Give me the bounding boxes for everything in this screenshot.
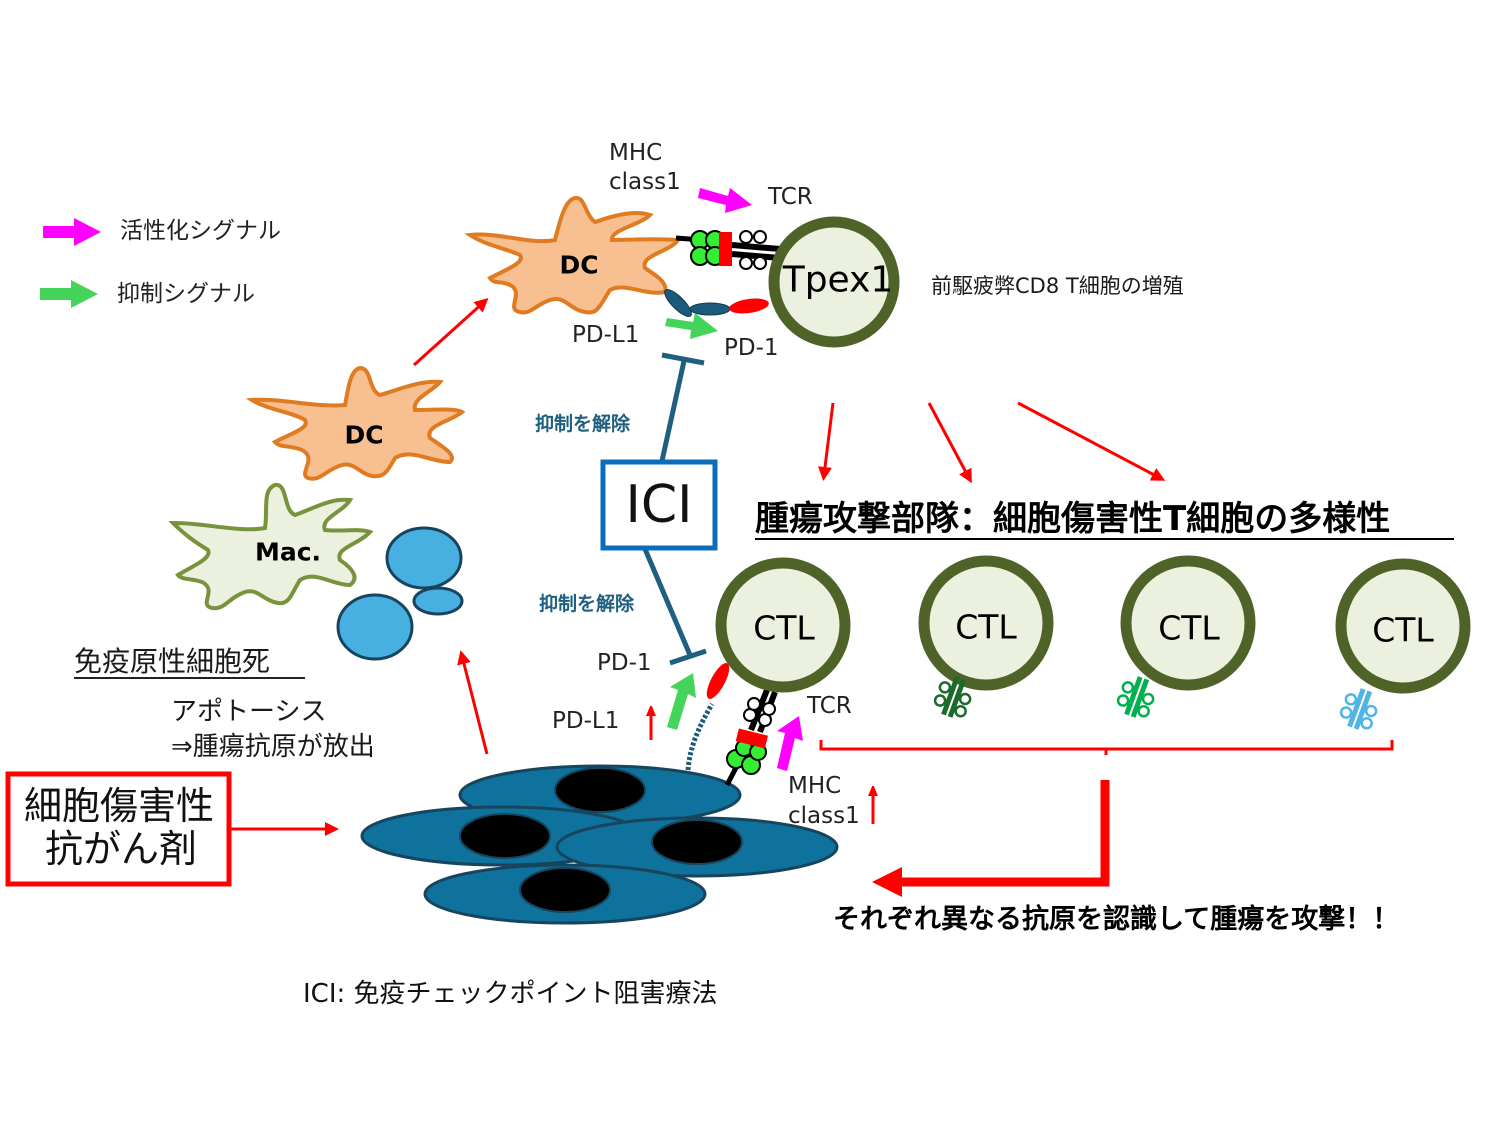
ctl-3-label: CTL bbox=[1372, 610, 1434, 650]
legend-activation-arrow-icon bbox=[43, 218, 101, 246]
ctl-main-label: CTL bbox=[753, 608, 815, 648]
ctl-cell-2 bbox=[1120, 555, 1256, 691]
pdl1-bottom-label: PD-L1 bbox=[552, 708, 620, 734]
tpex1-label: Tpex1 bbox=[782, 259, 894, 301]
ctl-2-label: CTL bbox=[1158, 608, 1220, 648]
arrow-tpex-to-ctl-2 bbox=[927, 402, 972, 484]
icd-title: 免疫原性細胞死 bbox=[74, 645, 271, 678]
tpex1-cell bbox=[768, 216, 900, 348]
ctl-1-label: CTL bbox=[955, 607, 1017, 647]
pd1-top-label: PD-1 bbox=[724, 335, 779, 361]
release-inhibition-top: 抑制を解除 bbox=[535, 413, 631, 435]
ctl-cell-3 bbox=[1335, 558, 1471, 694]
legend-inhibition-label: 抑制シグナル bbox=[117, 281, 255, 307]
inhibition-arrow-top-icon bbox=[665, 313, 718, 339]
macrophage-cell bbox=[168, 483, 374, 611]
pd1-bottom-label: PD-1 bbox=[597, 650, 652, 676]
dc-cell-mid bbox=[245, 365, 466, 481]
attack-return-arrow bbox=[900, 780, 1110, 887]
legend-activation-label: 活性化シグナル bbox=[120, 218, 281, 244]
tumor-nucleus bbox=[651, 819, 743, 865]
tcr-bottom-label: TCR bbox=[807, 693, 852, 719]
tcr-top-label: TCR bbox=[768, 184, 813, 210]
tcr-variant-icon bbox=[1339, 688, 1378, 730]
drug-box bbox=[5, 771, 232, 887]
activation-arrow-bottom-icon bbox=[777, 716, 803, 771]
activation-arrow-top-icon bbox=[698, 188, 752, 213]
tumor-nucleus bbox=[459, 813, 551, 859]
attack-note: それぞれ異なる抗原を認識して腫瘍を攻撃！！ bbox=[833, 904, 1400, 935]
tpex-note: 前駆疲弊CD8 T細胞の増殖 bbox=[931, 274, 1184, 298]
mhc-top-label-line1: MHC bbox=[609, 140, 663, 166]
arrow-tumor-to-debris bbox=[457, 650, 489, 755]
ctl-diversity-heading: 腫瘍攻撃部隊：細胞傷害性T細胞の多様性 bbox=[755, 499, 1391, 539]
mhc-tcr-complex-bottom bbox=[724, 688, 778, 787]
ici-box bbox=[600, 459, 718, 551]
tumor-nucleus bbox=[519, 867, 611, 913]
mhc-tcr-complex-top bbox=[675, 230, 781, 270]
arrow-dc-to-dc bbox=[412, 297, 489, 367]
tcr-variant-icon bbox=[1116, 676, 1155, 718]
pd1-receptor-bottom bbox=[706, 663, 730, 699]
pdl1-pd1-complex-top bbox=[664, 289, 769, 317]
release-inhibition-bottom: 抑制を解除 bbox=[539, 593, 635, 615]
footnote: ICI: 免疫チェックポイント阻害療法 bbox=[303, 979, 718, 1009]
pdl1-chain-bottom bbox=[685, 702, 715, 771]
drug-label-line1: 細胞傷害性 bbox=[24, 784, 215, 828]
inhibition-arrow-bottom-icon bbox=[667, 673, 696, 730]
apoptosis-line2: ⇒腫瘍抗原が放出 bbox=[171, 732, 375, 762]
drug-label-line2: 抗がん剤 bbox=[45, 827, 198, 871]
ctl-cell-main bbox=[715, 557, 851, 693]
pdl1-top-label: PD-L1 bbox=[572, 322, 640, 348]
tcr-variant-icon bbox=[933, 676, 972, 718]
ici-inhibition-line-bottom bbox=[642, 548, 707, 666]
ici-label: ICI bbox=[625, 475, 693, 535]
ici-inhibition-line-top bbox=[659, 352, 705, 462]
tumor-cell-cluster bbox=[360, 764, 839, 925]
apoptotic-bodies bbox=[336, 526, 464, 661]
ctl-group-bracket bbox=[819, 740, 1394, 755]
mhc-bottom-label-line2: class1 bbox=[788, 803, 860, 829]
mhc-bottom-label-line1: MHC bbox=[788, 773, 842, 799]
arrow-tpex-to-ctl-3 bbox=[1017, 401, 1166, 481]
tumor-nucleus bbox=[554, 767, 646, 813]
ctl-cell-1 bbox=[918, 555, 1054, 691]
dc-top-label: DC bbox=[559, 250, 599, 280]
mac-label: Mac. bbox=[254, 537, 322, 567]
mhc-top-label-line2: class1 bbox=[609, 169, 681, 195]
arrow-tpex-to-ctl-1 bbox=[818, 402, 835, 481]
attack-return-arrowhead bbox=[872, 867, 902, 897]
apoptosis-line1: アポトーシス bbox=[171, 697, 327, 727]
legend-inhibition-arrow-icon bbox=[40, 280, 98, 308]
dc-mid-label: DC bbox=[344, 420, 384, 450]
